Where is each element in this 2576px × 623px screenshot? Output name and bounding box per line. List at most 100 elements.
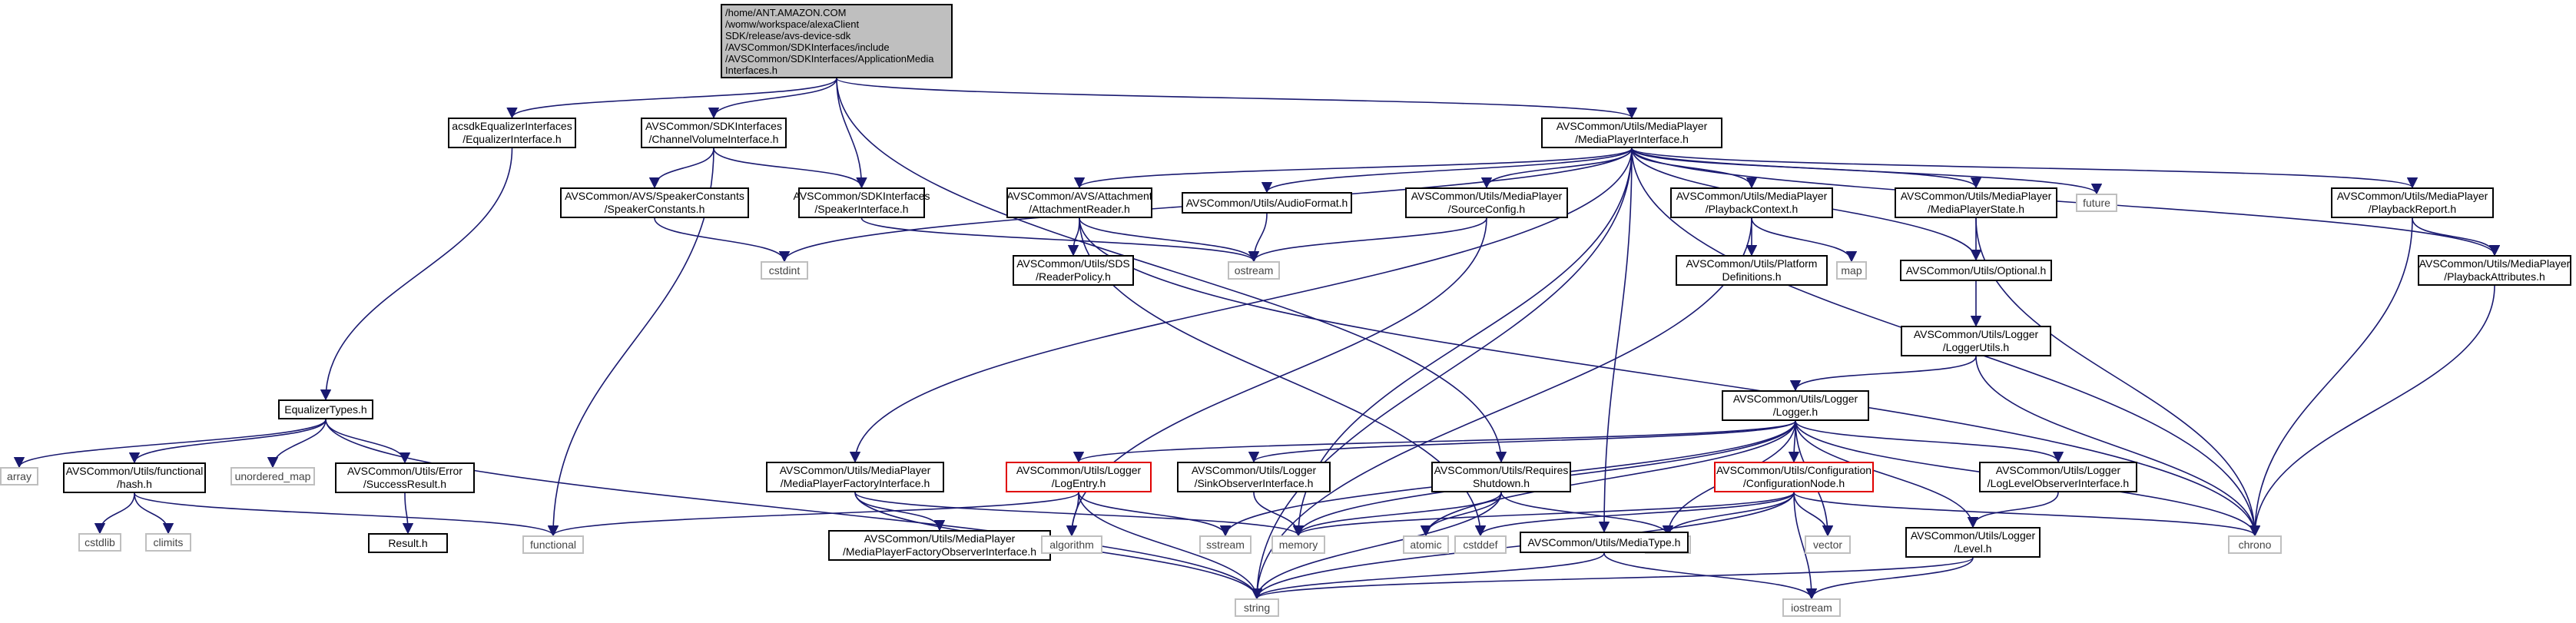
node-string: string — [1235, 598, 1279, 617]
node-sstream: sstream — [1199, 535, 1252, 554]
node-future: future — [2076, 194, 2117, 212]
edge-logger-to-logentry — [1073, 420, 1796, 463]
node-level[interactable]: AVSCommon/Utils/Logger /Level.h — [1905, 527, 2041, 558]
edge-confignode-to-cstddef — [1474, 492, 1795, 537]
edge-eqtypes-to-string — [325, 419, 1263, 600]
edge-logentry-to-string — [1078, 492, 1263, 600]
edge-loggerutils-to-logger — [1789, 356, 1977, 392]
edges-layer — [13, 78, 2501, 600]
node-root[interactable]: /home/ANT.AMAZON.COM /womw/workspace/ale… — [721, 4, 953, 78]
edge-logentry-to-algorithm — [1066, 492, 1079, 537]
edge-playctx-to-map — [1751, 217, 1858, 263]
edge-eqtypes-to-success — [325, 419, 411, 464]
edge-mpi-to-future — [1631, 147, 2102, 195]
edge-playreport-to-chrono — [2249, 217, 2413, 537]
node-climits: climits — [145, 533, 191, 552]
edge-hash-to-climits — [134, 492, 174, 535]
node-optional[interactable]: AVSCommon/Utils/Optional.h — [1900, 260, 2052, 281]
node-playreport[interactable]: AVSCommon/Utils/MediaPlayer /PlaybackRep… — [2331, 187, 2494, 218]
edge-confignode-to-mutex — [1662, 492, 1795, 537]
edge-mpi-to-playattr — [1631, 147, 2500, 257]
node-atomic: atomic — [1403, 535, 1449, 554]
edge-root-to-eqiface — [506, 78, 837, 119]
edge-level-to-string — [1252, 557, 1974, 600]
edge-speakerconst-to-cstdint — [654, 217, 791, 263]
edge-reqshut-to-string — [1251, 492, 1502, 600]
node-eqiface[interactable]: acsdkEqualizerInterfaces /EqualizerInter… — [448, 118, 576, 148]
node-success[interactable]: AVSCommon/Utils/Error /SuccessResult.h — [335, 462, 475, 493]
edge-attreader-to-readerpolicy — [1067, 217, 1080, 257]
node-cstdint: cstdint — [761, 261, 808, 280]
edge-eqtypes-to-hash — [128, 419, 327, 464]
node-attreader[interactable]: AVSCommon/AVS/Attachment /AttachmentRead… — [1006, 187, 1152, 218]
node-mpfactoryobs[interactable]: AVSCommon/Utils/MediaPlayer /MediaPlayer… — [828, 530, 1051, 561]
node-algorithm: algorithm — [1041, 535, 1102, 554]
node-mpfactory[interactable]: AVSCommon/Utils/MediaPlayer /MediaPlayer… — [766, 462, 944, 492]
edge-hash-to-cstdlib — [94, 492, 135, 535]
edge-logentry-to-sstream — [1078, 492, 1232, 537]
edge-playreport-to-playattr — [2412, 217, 2501, 257]
edge-loglevelobs-to-level — [1967, 492, 2059, 529]
edge-hash-to-functional — [134, 492, 559, 537]
node-speakeriface[interactable]: AVSCommon/SDKInterfaces /SpeakerInterfac… — [794, 187, 930, 218]
node-result[interactable]: Result.h — [368, 533, 448, 553]
node-audiofmt[interactable]: AVSCommon/Utils/AudioFormat.h — [1182, 192, 1352, 214]
node-mediatype[interactable]: AVSCommon/Utils/MediaType.h — [1520, 532, 1689, 553]
node-mpi[interactable]: AVSCommon/Utils/MediaPlayer /MediaPlayer… — [1541, 118, 1722, 148]
edge-reqshut-to-memory — [1292, 492, 1502, 537]
edge-confignode-to-vector — [1793, 492, 1834, 537]
edge-mpi-to-audiofmt — [1261, 147, 1633, 194]
node-vector: vector — [1805, 535, 1851, 554]
edge-confignode-to-iostream — [1793, 492, 1818, 600]
edge-chvol-to-speakeriface — [713, 147, 867, 189]
node-iostream: iostream — [1782, 598, 1841, 617]
edge-logger-to-level — [1795, 420, 1979, 529]
node-logentry[interactable]: AVSCommon/Utils/Logger /LogEntry.h — [1006, 462, 1152, 492]
edge-attreader-to-ostream — [1079, 217, 1260, 263]
node-eqtypes[interactable]: EqualizerTypes.h — [278, 399, 373, 419]
node-cstdlib: cstdlib — [78, 533, 121, 552]
edge-logentry-to-functional — [548, 492, 1079, 537]
node-reqshut[interactable]: AVSCommon/Utils/Requires Shutdown.h — [1431, 462, 1571, 492]
node-platformdef[interactable]: AVSCommon/Utils/Platform Definitions.h — [1676, 255, 1828, 286]
edge-attreader-to-chrono — [1079, 217, 2261, 537]
node-umap: unordered_map — [230, 467, 315, 485]
node-sinkobs[interactable]: AVSCommon/Utils/Logger /SinkObserverInte… — [1177, 462, 1331, 492]
edge-chvol-to-speakerconst — [648, 147, 714, 189]
node-sourcecfg[interactable]: AVSCommon/Utils/MediaPlayer /SourceConfi… — [1405, 187, 1568, 218]
node-readerpolicy[interactable]: AVSCommon/Utils/SDS /ReaderPolicy.h — [1013, 255, 1134, 286]
node-mpstate[interactable]: AVSCommon/Utils/MediaPlayer /MediaPlayer… — [1895, 187, 2057, 218]
edge-success-to-result — [402, 492, 414, 535]
edge-sourcecfg-to-ostream — [1248, 217, 1487, 263]
node-playattr[interactable]: AVSCommon/Utils/MediaPlayer /PlaybackAtt… — [2418, 255, 2571, 286]
edge-mpi-to-sourcecfg — [1480, 147, 1633, 189]
node-loggerutils[interactable]: AVSCommon/Utils/Logger /LoggerUtils.h — [1901, 326, 2051, 356]
edge-reqshut-to-atomic — [1420, 492, 1502, 537]
node-loglevelobs[interactable]: AVSCommon/Utils/Logger /LogLevelObserver… — [1979, 462, 2137, 492]
edge-mpi-to-playctx — [1631, 147, 1758, 189]
node-chrono: chrono — [2228, 535, 2282, 554]
edge-root-to-reqshut — [836, 78, 1507, 463]
node-map: map — [1836, 261, 1867, 280]
edge-speakeriface-to-ostream — [860, 217, 1259, 263]
node-speakerconst[interactable]: AVSCommon/AVS/SpeakerConstants /SpeakerC… — [560, 187, 749, 218]
edge-mpfactory-to-memory — [854, 492, 1304, 537]
node-logger[interactable]: AVSCommon/Utils/Logger /Logger.h — [1722, 390, 1869, 421]
edge-mpi-to-string — [1251, 147, 1633, 600]
node-playctx[interactable]: AVSCommon/Utils/MediaPlayer /PlaybackCon… — [1670, 187, 1833, 218]
edge-logger-to-sinkobs — [1248, 420, 1796, 463]
edge-playattr-to-chrono — [2249, 285, 2495, 537]
node-chvol[interactable]: AVSCommon/SDKInterfaces /ChannelVolumeIn… — [641, 118, 787, 148]
edge-mpi-to-playreport — [1631, 147, 2418, 189]
edge-mpi-to-attreader — [1074, 147, 1633, 189]
edge-eqtypes-to-array — [13, 419, 327, 469]
edge-eqiface-to-eqtypes — [320, 147, 513, 401]
node-memory: memory — [1271, 535, 1325, 554]
node-array: array — [0, 467, 38, 485]
node-functional: functional — [522, 535, 584, 554]
node-ostream: ostream — [1228, 261, 1280, 280]
node-confignode[interactable]: AVSCommon/Utils/Configuration /Configura… — [1714, 462, 1874, 492]
node-hash[interactable]: AVSCommon/Utils/functional /hash.h — [63, 462, 206, 493]
edge-root-to-speakeriface — [836, 78, 867, 189]
